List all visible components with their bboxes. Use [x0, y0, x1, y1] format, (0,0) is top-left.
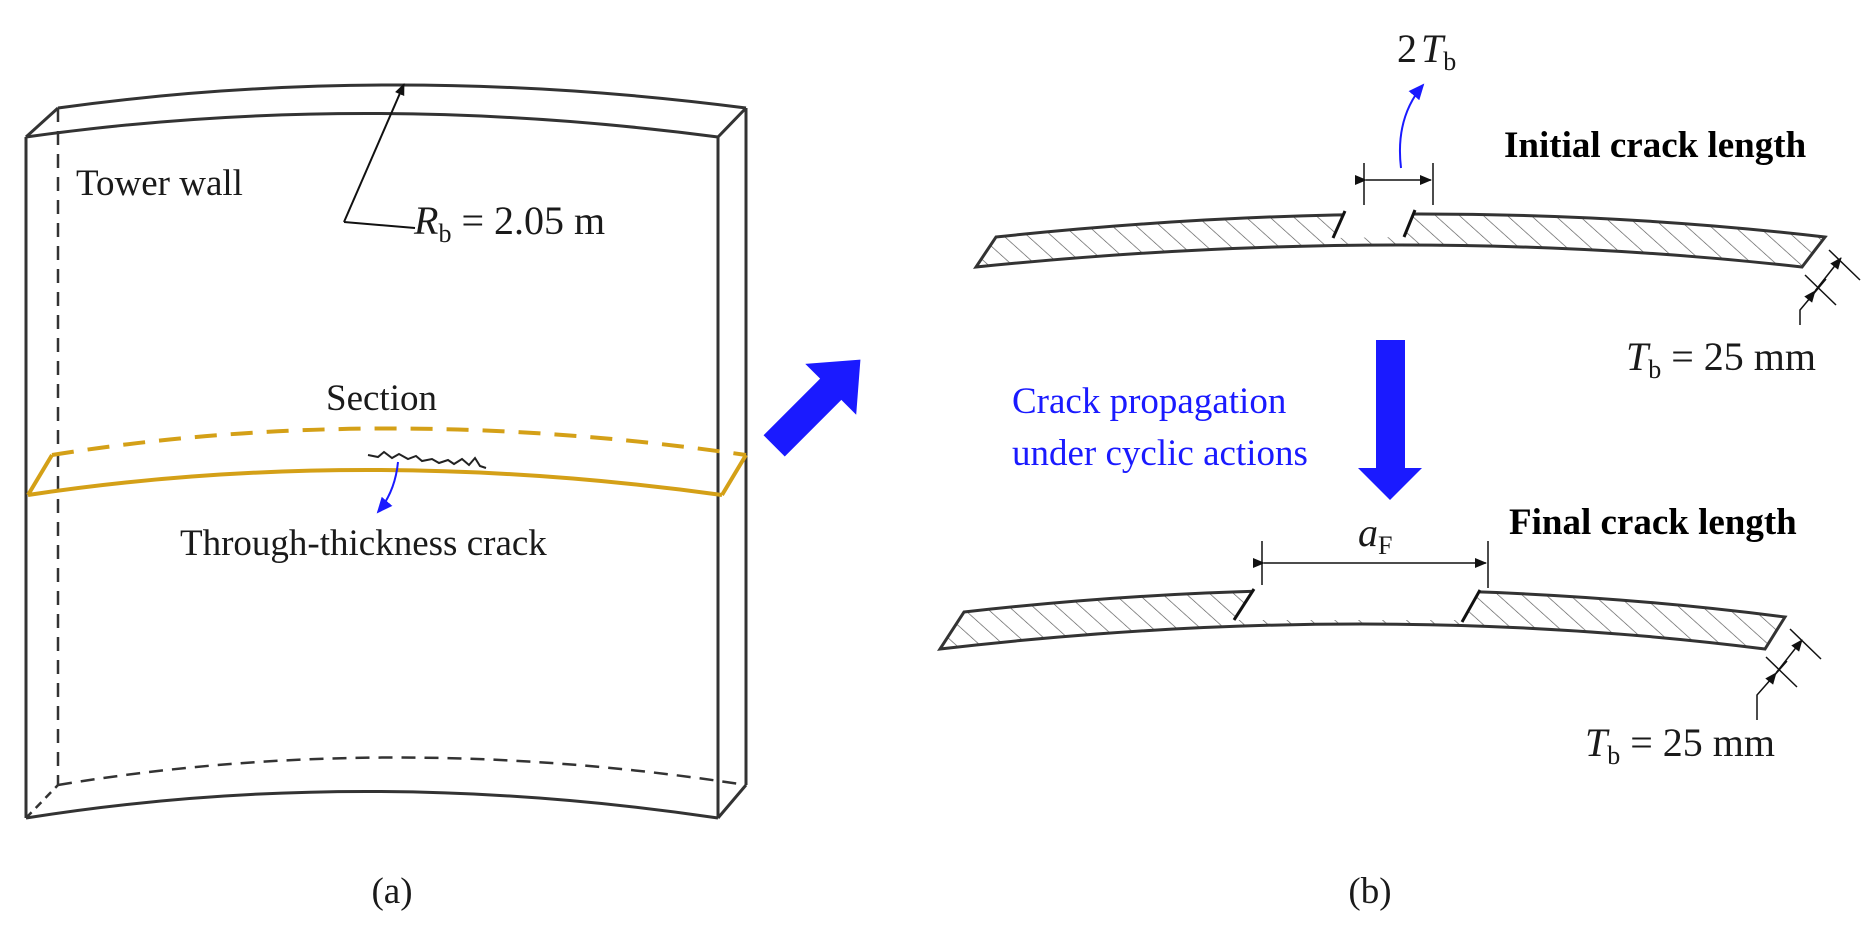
crack-label: Through-thickness crack — [180, 523, 547, 564]
crack-squiggle — [367, 450, 487, 469]
caption-b: (b) — [1348, 871, 1391, 912]
final-crack-section — [937, 541, 1822, 720]
final-width-label: aF — [1358, 510, 1392, 560]
crack-pointer-arrow — [376, 461, 399, 514]
propagation-text-line2: under cyclic actions — [1012, 433, 1308, 474]
thickness-label-top: Tb= 25 mm — [1626, 334, 1816, 384]
propagation-arrow — [1358, 340, 1422, 500]
section-curve — [26, 426, 748, 497]
initial-crack-section — [972, 83, 1861, 325]
radius-arrow — [343, 83, 416, 229]
thickness-label-bottom: Tb= 25 mm — [1585, 720, 1775, 770]
final-crack-title: Final crack length — [1509, 502, 1797, 543]
propagation-text-line1: Crack propagation — [1012, 381, 1286, 422]
radius-label: Rb= 2.05 m — [413, 198, 605, 248]
initial-crack-title: Initial crack length — [1504, 125, 1807, 166]
caption-a: (a) — [371, 871, 412, 912]
tower-wall-label: Tower wall — [76, 163, 243, 204]
section-label: Section — [326, 378, 437, 419]
panel-transition-arrow — [763, 359, 861, 457]
